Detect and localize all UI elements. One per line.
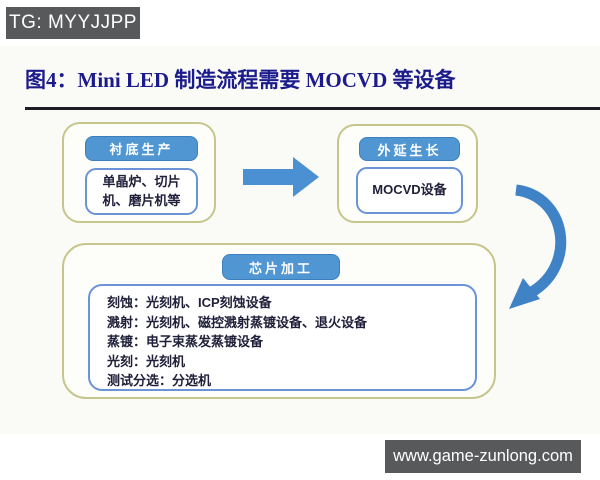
node-substrate-body: 单晶炉、切片机、磨片机等: [85, 168, 198, 215]
node-epitaxial-growth: 外延生长 MOCVD设备: [337, 124, 478, 223]
chip-item-evaporation: 蒸镀：电子束蒸发蒸镀设备: [107, 334, 264, 349]
chip-item-test-sorting: 测试分选：分选机: [107, 373, 212, 388]
figure-title: 图4：Mini LED 制造流程需要 MOCVD 等设备: [25, 68, 456, 92]
watermark-bottom-text: www.game-zunlong.com: [393, 447, 573, 465]
node-epitaxy-body: MOCVD设备: [356, 167, 463, 214]
arrow-right-icon: [243, 157, 319, 197]
node-epitaxy-header: 外延生长: [359, 137, 460, 161]
arrow-curved-down-icon: [509, 184, 567, 309]
chip-item-lithography: 光刻：光刻机: [107, 353, 186, 369]
watermark-top-text: TG: MYYJJPP: [9, 12, 137, 33]
node-substrate-production: 衬底生产 单晶炉、切片机、磨片机等: [62, 122, 216, 223]
chip-item-sputtering: 溅射：光刻机、磁控溅射蒸镀设备、退火设备: [107, 314, 368, 330]
watermark-badge-top: TG: MYYJJPP: [6, 7, 140, 39]
chip-item-etching: 刻蚀：光刻机、ICP刻蚀设备: [107, 295, 272, 310]
node-chip-header: 芯片加工: [222, 254, 340, 280]
title-divider: [25, 107, 600, 110]
node-chip-processing: 芯片加工 刻蚀：光刻机、ICP刻蚀设备 溅射：光刻机、磁控溅射蒸镀设备、退火设备…: [62, 243, 496, 399]
node-substrate-header: 衬底生产: [85, 136, 198, 161]
watermark-badge-bottom: www.game-zunlong.com: [385, 440, 581, 473]
node-chip-body: 刻蚀：光刻机、ICP刻蚀设备 溅射：光刻机、磁控溅射蒸镀设备、退火设备 蒸镀：电…: [88, 284, 477, 391]
